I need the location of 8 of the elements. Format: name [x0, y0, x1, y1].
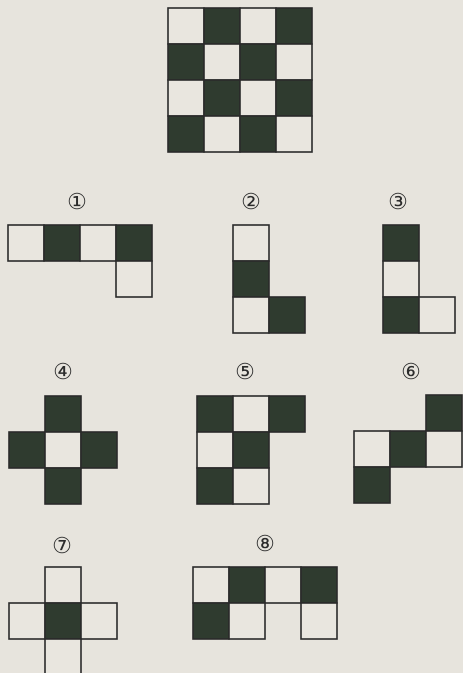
- circled-number: ⑥: [401, 362, 421, 384]
- circled-number: ①: [67, 192, 87, 214]
- circled-number: ④: [53, 362, 73, 384]
- circled-number: ⑦: [52, 536, 72, 558]
- circled-number: ③: [388, 192, 408, 214]
- circled-number: ⑧: [255, 534, 275, 556]
- circled-number: ②: [241, 192, 261, 214]
- circled-number: ⑤: [235, 362, 255, 384]
